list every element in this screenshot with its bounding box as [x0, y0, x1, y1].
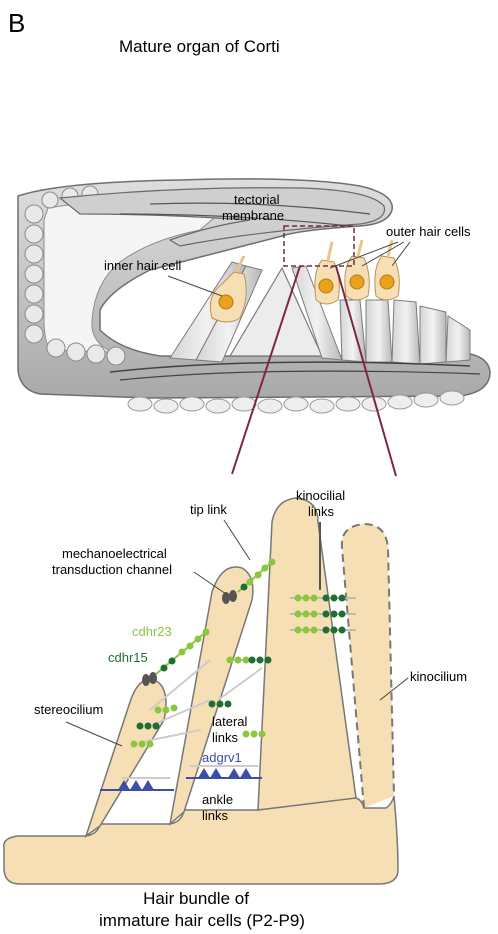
kinocilial-label-line2: links	[308, 504, 335, 519]
tectorial-label-line1: tectorial	[234, 192, 280, 207]
caption-line2: immature hair cells (P2-P9)	[99, 911, 305, 930]
cell-apex	[4, 796, 398, 884]
met-label-line2: transduction channel	[52, 562, 172, 577]
outer-hair-cells	[315, 240, 399, 304]
hair-bundle: tip link kinocilial links mechanoelectri…	[4, 488, 467, 884]
top-title: Mature organ of Corti	[119, 37, 280, 56]
stereocilium-middle	[170, 567, 253, 824]
ankle-label-line2: links	[202, 808, 229, 823]
organ-of-corti: tectorial membrane outer hair cells inne…	[18, 179, 490, 413]
stereocilium-label: stereocilium	[34, 702, 103, 717]
caption-line1: Hair bundle of	[143, 889, 249, 908]
ankle-label-line1: ankle	[202, 792, 233, 807]
tip-link-label: tip link	[190, 502, 227, 517]
adgrv1-label: adgrv1	[202, 750, 242, 765]
kinocilial-label-line1: kinocilial	[296, 488, 345, 503]
cdhr23-label: cdhr23	[132, 624, 172, 639]
inner-hair-cell-label: inner hair cell	[104, 258, 181, 273]
kinocilium-label: kinocilium	[410, 669, 467, 684]
tectorial-label-line2: membrane	[222, 208, 284, 223]
lateral-label-line2: links	[212, 730, 239, 745]
met-label-line1: mechanoelectrical	[62, 546, 167, 561]
cdhr15-label: cdhr15	[108, 650, 148, 665]
panel-letter: B	[8, 8, 25, 38]
outer-hair-cells-label: outer hair cells	[386, 224, 471, 239]
lateral-label-line1: lateral	[212, 714, 248, 729]
